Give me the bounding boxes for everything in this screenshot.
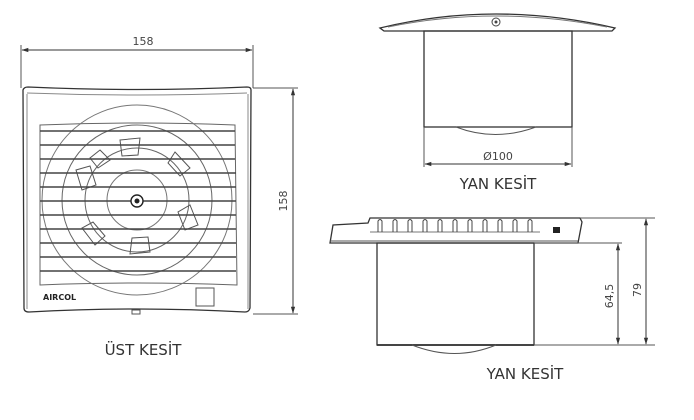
front-view-caption: ÜST KESİT xyxy=(105,340,183,359)
diameter-label: Ø100 xyxy=(483,150,513,163)
brand-logo: AIRCOL xyxy=(43,293,76,302)
switch-square xyxy=(195,287,215,307)
body-height-label: 64,5 xyxy=(603,284,616,309)
width-dimension-label: 158 xyxy=(133,35,154,48)
side-view-bottom: 64,5 79 YAN KESİT xyxy=(329,217,655,383)
front-view: 158 158 xyxy=(20,35,298,359)
side-view-top: Ø100 YAN KESİT xyxy=(378,13,617,193)
side-view-top-caption: YAN KESİT xyxy=(459,174,538,193)
height-dimension-label: 158 xyxy=(277,191,290,212)
side-view-bottom-caption: YAN KESİT xyxy=(486,364,565,383)
total-height-label: 79 xyxy=(631,283,644,297)
